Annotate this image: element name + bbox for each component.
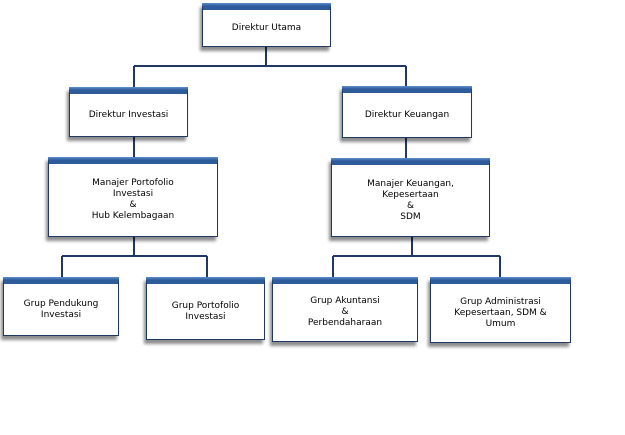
node-direktur-utama: Direktur Utama: [202, 3, 331, 47]
node-direktur-keuangan: Direktur Keuangan: [342, 86, 472, 138]
node-grup-portofolio: Grup Portofolio Investasi: [146, 277, 265, 340]
node-label: Manajer Keuangan, Kepesertaan & SDM: [367, 178, 454, 222]
node-grup-akuntansi: Grup Akuntansi & Perbendaharaan: [272, 277, 418, 342]
node-label: Grup Pendukung Investasi: [23, 298, 99, 320]
node-label: Grup Portofolio Investasi: [171, 300, 240, 322]
node-label: Grup Akuntansi & Perbendaharaan: [307, 296, 383, 328]
node-grup-pendukung: Grup Pendukung Investasi: [3, 277, 119, 336]
node-label: Direktur Investasi: [88, 109, 169, 120]
node-grup-administrasi: Grup Administrasi Kepesertaan, SDM & Umu…: [430, 277, 571, 343]
node-label: Direktur Utama: [231, 22, 302, 33]
node-manajer-keuangan: Manajer Keuangan, Kepesertaan & SDM: [331, 158, 490, 237]
node-label: Manajer Portofolio Investasi & Hub Kelem…: [91, 178, 175, 221]
node-label: Direktur Keuangan: [364, 109, 450, 120]
node-manajer-portofolio: Manajer Portofolio Investasi & Hub Kelem…: [48, 157, 218, 237]
node-label: Grup Administrasi Kepesertaan, SDM & Umu…: [454, 296, 547, 329]
node-direktur-investasi: Direktur Investasi: [69, 87, 188, 137]
